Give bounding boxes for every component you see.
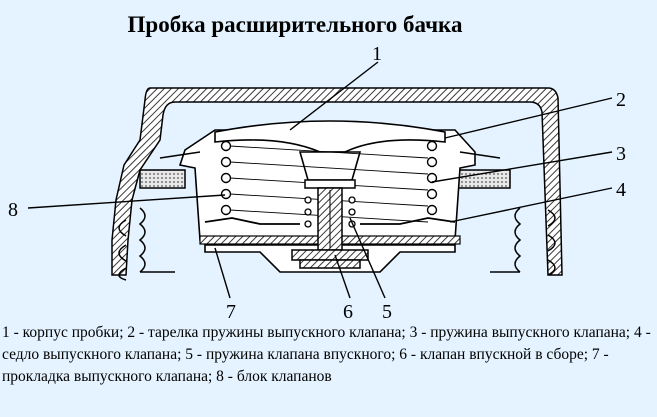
callout-5: 5 — [382, 301, 392, 322]
callout-3: 3 — [616, 143, 626, 165]
callout-2: 2 — [616, 89, 626, 111]
leader-lines — [27, 61, 613, 299]
callout-8: 8 — [8, 199, 18, 221]
neck-threads — [138, 207, 522, 273]
cap-body — [111, 87, 563, 281]
callout-7: 7 — [226, 301, 236, 322]
callout-6: 6 — [343, 301, 353, 322]
callout-1: 1 — [372, 43, 382, 65]
callout-4: 4 — [616, 179, 626, 201]
legend-caption: 1 - корпус пробки; 2 - тарелка пружины в… — [2, 324, 651, 385]
gasket-ring — [139, 169, 511, 189]
inlet-valve-assembly — [291, 179, 369, 269]
outlet-spring — [220, 140, 438, 223]
cap-diagram: 1 2 3 4 5 6 7 8 — [8, 43, 626, 322]
page-title: Пробка расширительного бачка — [127, 12, 463, 37]
